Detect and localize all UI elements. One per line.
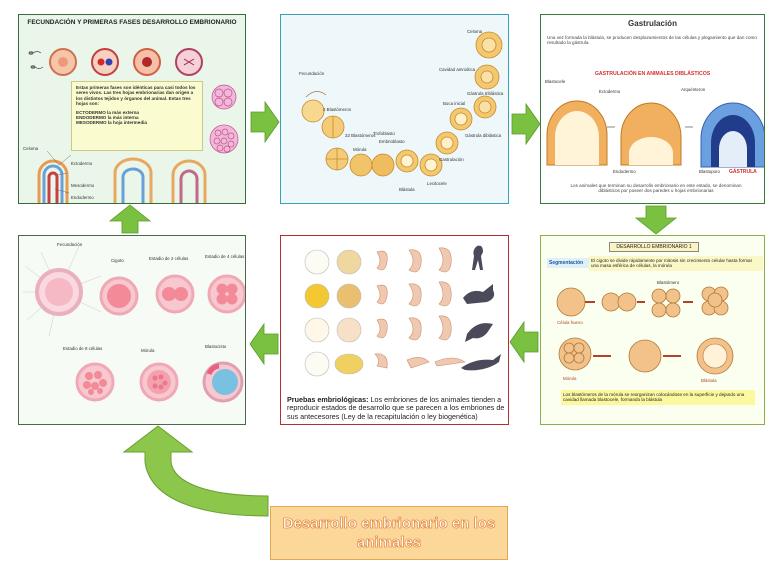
main-title: Desarrollo embrionario en los animales <box>282 515 496 552</box>
panel3-intro: Una vez formada la blástula, se producen… <box>547 35 757 46</box>
p2-label-32-blastomeros: 32 Blastómeros <box>345 133 376 138</box>
p6-label-fecundacion: Fecundación <box>57 242 83 247</box>
p2-label-gastrulacion: Gastrulación <box>439 157 464 162</box>
note-layer-mesodermo: MESODERMO la hoja intermedia <box>76 120 147 126</box>
arrow-p3-to-p4 <box>634 205 678 235</box>
p2-label-fecundacion: Fecundación <box>299 71 325 76</box>
arrow-p6-to-p1 <box>108 204 152 234</box>
p6-label-estadio-4: Estadio de 4 células <box>205 254 245 259</box>
panel4-heading: DESARROLLO EMBRIONARIO 1 <box>609 242 699 252</box>
p2-label-2-blastomeros: 2 Blastómeros <box>323 107 352 112</box>
note-intro: Estas primeras fases son idénticas para … <box>76 85 196 107</box>
p4-label-blastula: Blástula <box>701 378 717 383</box>
caption-bold: Pruebas embriológicas: <box>287 395 369 404</box>
main-title-box: Desarrollo embrionario en los animales <box>270 506 508 560</box>
fertilization-illustration <box>28 48 239 203</box>
note-layer-endodermo: ENDODERMO la más interna <box>76 115 139 121</box>
arrow-p1-to-p2 <box>250 100 280 144</box>
human-embryo-stages-illustration <box>23 245 245 403</box>
p4-label-celula-huevo: Célula huevo <box>557 320 583 325</box>
note-layer-ectodermo: ECTODERMO la más externa <box>76 109 139 115</box>
p6-label-blastocisto: Blastocisto <box>205 344 227 349</box>
panel-gastrulacion: Gastrulación Una vez formada la blástula… <box>540 14 765 204</box>
panel4-seg-text: El cigoto se divide rápidamente por mito… <box>589 256 763 271</box>
comparative-embryos-illustration <box>304 245 501 377</box>
panel-segmentacion-gastrulacion: Fecundación 2 Blastómeros 32 Blastómeros… <box>280 14 509 204</box>
p3-label-arquenteron: Arquénteron <box>681 87 706 92</box>
panel3-heading: Gastrulación <box>628 19 677 28</box>
label-mesodermo: Mesodermo <box>71 183 95 188</box>
p2-label-gastrula-diblastica: Gástrula diblástica <box>465 133 502 138</box>
p6-label-estadio-8: Estadio de 8 células <box>63 346 103 351</box>
p2-label-blastula: Blástula <box>399 187 415 192</box>
p2-label-lecitocele: Lecitocele <box>427 181 447 186</box>
p2-label-embrioblasto: Embrioblasto <box>379 139 405 144</box>
panel3-footer: Los animales que terminan su desarrollo … <box>570 183 742 194</box>
p4-label-morula: Mórula <box>563 376 577 381</box>
embryonic-layers-note: Estas primeras fases son idénticas para … <box>71 81 203 151</box>
p2-label-boca-inicial: Boca inicial <box>443 101 466 106</box>
panel4-footer: Los blastómeros de la mórula se reorgani… <box>561 390 755 405</box>
label-ectodermo: Ectodermo <box>71 161 93 166</box>
p2-label-cavidad-amniotica: Cavidad amniótica <box>439 67 476 72</box>
label-celoma: Celoma <box>23 146 39 151</box>
p4-label-blastomero: Blastómero <box>657 280 680 285</box>
arrow-p5-to-p6 <box>249 322 279 366</box>
panel-desarrollo-embrionario-1: DESARROLLO EMBRIONARIO 1 Segmentación El… <box>540 235 765 425</box>
p3-label-endodermo: Endodermo <box>613 169 636 174</box>
p3-label-ectodermo: Ectodermo <box>599 89 621 94</box>
arrow-p4-to-p5 <box>509 320 539 364</box>
p6-label-cigoto: Cigoto <box>111 258 124 263</box>
panel1-heading: FECUNDACIÓN Y PRIMERAS FASES DESARROLLO … <box>27 19 237 26</box>
p6-label-morula: Mórula <box>141 348 155 353</box>
panel-pruebas-embriologicas: Pruebas embriológicas: Los embriones de … <box>280 235 509 425</box>
panel4-seg-label: Segmentación <box>547 258 589 268</box>
p2-label-morula: Mórula <box>353 147 367 152</box>
p3-label-gastrula: GÁSTRULA <box>729 169 757 175</box>
p3-label-blastocele: Blastocele <box>545 79 566 84</box>
label-endodermo: Endodermo <box>71 195 94 200</box>
gastrulation-illustration <box>546 100 764 168</box>
p2-label-trofoblasto: Trofoblasto <box>373 131 395 136</box>
arrow-p2-to-p3 <box>511 102 541 146</box>
segmentation-illustration <box>549 286 734 375</box>
panel5-caption: Pruebas embriológicas: Los embriones de … <box>287 395 505 421</box>
arrow-title-to-p6 <box>122 425 269 517</box>
p2-label-celoma: Celoma <box>467 29 483 34</box>
embryo-development-sequence <box>301 31 503 177</box>
panel-fases-humanas: Fecundación Cigoto Estadio de 2 células … <box>18 235 246 425</box>
p2-label-gastrula-triblastica: Gástrula triblástica <box>467 91 504 96</box>
panel-fecundacion: FECUNDACIÓN Y PRIMERAS FASES DESARROLLO … <box>18 14 246 204</box>
p3-label-blastoporo: Blastoporo <box>699 169 720 174</box>
panel3-subheading: GASTRULACIÓN EN ANIMALES DIBLÁSTICOS <box>594 71 711 77</box>
caption-text: Los embriones de los animales tienden a … <box>287 395 505 421</box>
p6-label-estadio-2: Estadio de 2 células <box>149 256 189 261</box>
